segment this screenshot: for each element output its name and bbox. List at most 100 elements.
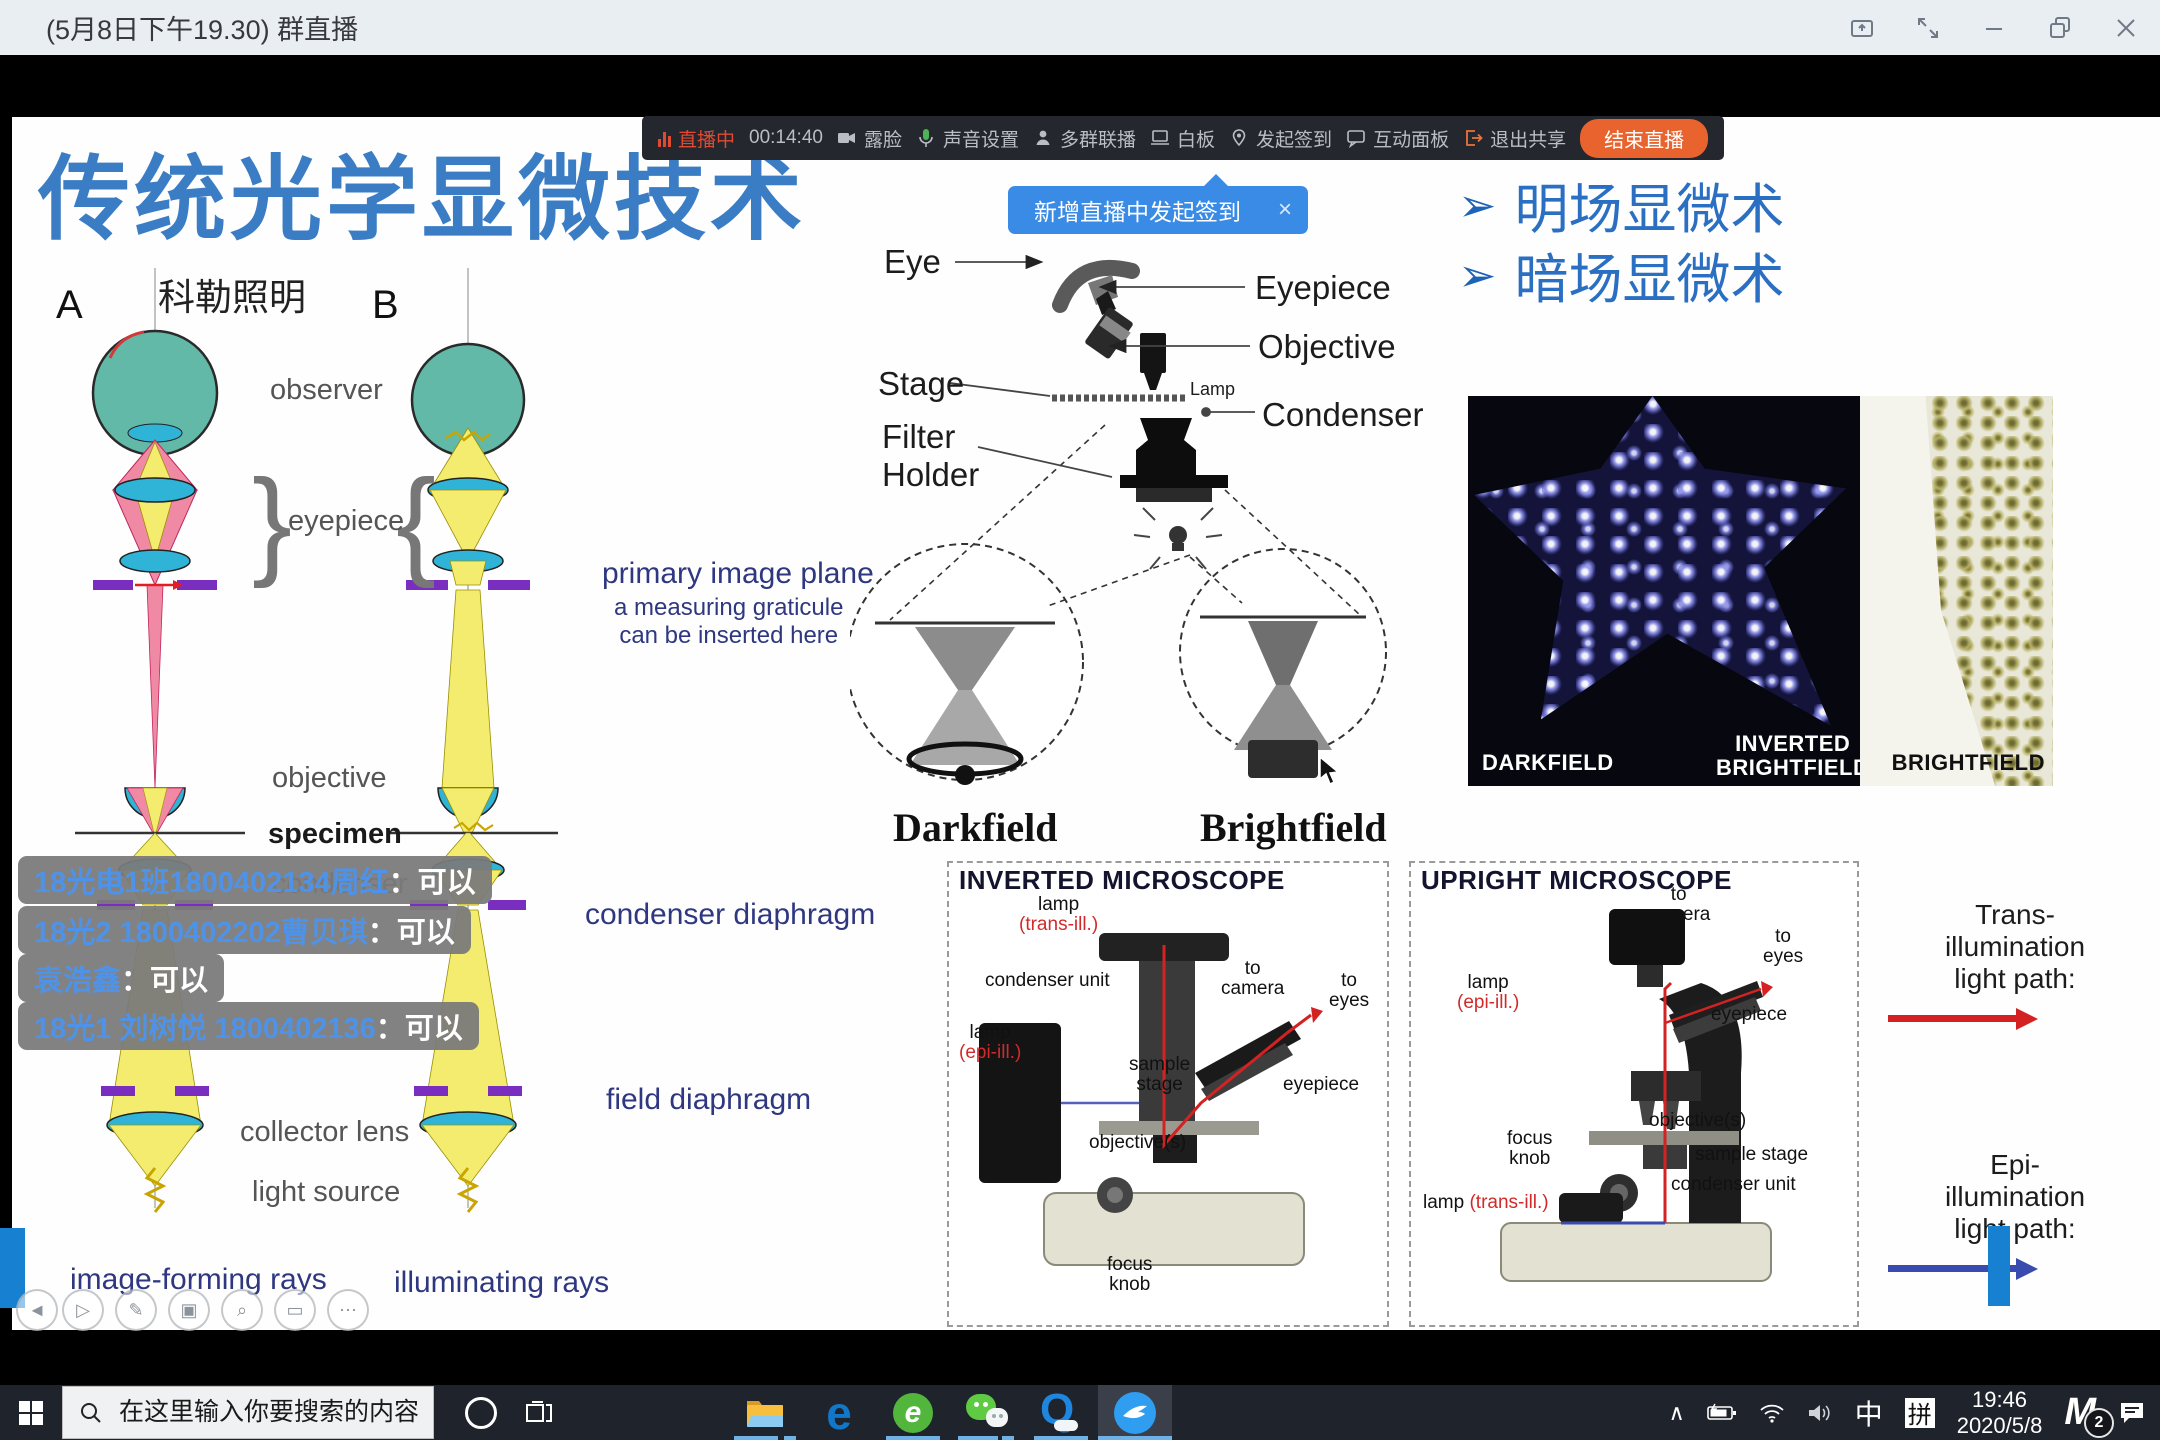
interaction-panel-button[interactable]: 互动面板 xyxy=(1346,125,1449,152)
chat-message: 袁浩鑫：可以 xyxy=(18,954,225,1002)
windows-taskbar: e e Q xyxy=(0,1385,2160,1440)
letterbox-top xyxy=(0,55,2160,117)
label-filter-holder: Filter Holder xyxy=(882,418,980,493)
taskbar-qq-browser[interactable]: Q xyxy=(1024,1385,1098,1440)
inv-label-lamp-trans: lamp(trans-ill.) xyxy=(1019,894,1099,935)
label-condenser-diaphragm: condenser diaphragm xyxy=(585,898,876,931)
inv-label-lamp-epi: lamp(epi-ill.) xyxy=(959,1022,1022,1063)
wifi-icon[interactable] xyxy=(1759,1403,1785,1423)
exit-share-button[interactable]: 退出共享 xyxy=(1463,125,1566,152)
play-button[interactable]: ▷ xyxy=(62,1289,104,1331)
taskbar-wechat[interactable] xyxy=(950,1385,1024,1440)
ime-mode-indicator[interactable]: 拼 xyxy=(1904,1397,1935,1429)
trans-illumination-arrow xyxy=(1888,1008,2038,1030)
slide-next-bar[interactable] xyxy=(1988,1226,2010,1306)
pen-tool-button[interactable]: ✎ xyxy=(115,1289,157,1331)
taskbar-search[interactable] xyxy=(62,1386,434,1439)
copy-tool-button[interactable]: ▣ xyxy=(168,1289,210,1331)
speaker-icon[interactable] xyxy=(1807,1402,1833,1424)
zoom-tool-button[interactable]: ⌕ xyxy=(221,1289,263,1331)
epi-illumination-label: Epi- illumination light path: xyxy=(1944,1149,2086,1245)
cortana-button[interactable] xyxy=(452,1385,510,1440)
task-view-icon xyxy=(526,1400,552,1422)
upr-label-focus-knob: focus knob xyxy=(1507,1128,1553,1169)
running-indicator xyxy=(1098,1436,1172,1440)
taskbar-dingtalk-active[interactable] xyxy=(1098,1385,1172,1440)
microphone-icon xyxy=(919,129,933,147)
label-eyepiece: eyepiece xyxy=(288,505,405,537)
label-field-diaphragm: field diaphragm xyxy=(606,1083,812,1116)
camera-toggle[interactable]: 露脸 xyxy=(837,125,902,152)
kohler-label: 科勒照明 xyxy=(158,277,306,318)
end-live-button[interactable]: 结束直播 xyxy=(1580,118,1709,158)
inv-label-condenser-unit: condenser unit xyxy=(985,970,1110,991)
tray-expand-chevron[interactable]: ∧ xyxy=(1668,1399,1685,1425)
board-tool-button[interactable]: ▭ xyxy=(274,1289,316,1331)
signin-button[interactable]: 发起签到 xyxy=(1229,125,1332,152)
browser-360-icon: e xyxy=(893,1392,933,1433)
fullscreen-icon[interactable] xyxy=(1902,5,1954,51)
taskbar-clock[interactable]: 19:46 2020/5/8 xyxy=(1957,1387,2043,1438)
label-objective: objective xyxy=(272,762,387,794)
chat-message: 18光电1班1800402134周红：可以 xyxy=(18,856,492,904)
upr-label-lamp-epi: lamp(epi-ill.) xyxy=(1457,972,1520,1013)
inv-label-to-eyes: to eyes xyxy=(1329,970,1370,1011)
upr-label-sample-stage: sample stage xyxy=(1695,1144,1809,1165)
maximize-button[interactable] xyxy=(2034,5,2086,51)
start-button[interactable] xyxy=(0,1385,62,1440)
search-input[interactable] xyxy=(117,1397,421,1428)
bullet-brightfield: ➢ 明场显微术 xyxy=(1458,178,1785,241)
tray-date: 2020/5/8 xyxy=(1956,1412,2043,1438)
bullet-arrow-icon: ➢ xyxy=(1458,248,1497,301)
minimize-button[interactable] xyxy=(1968,5,2020,51)
chat-panel-icon xyxy=(1347,130,1365,148)
epi-illumination-arrow xyxy=(1888,1258,2038,1280)
upr-label-to-eyes: to eyes xyxy=(1763,926,1804,967)
whiteboard-icon xyxy=(1151,130,1170,145)
mouse-cursor xyxy=(1319,756,1340,786)
action-center-icon[interactable] xyxy=(2118,1400,2146,1426)
running-indicator xyxy=(958,1436,998,1440)
micrograph-darkfield: DARKFIELD INVERTED BRIGHTFIELD xyxy=(1468,396,1860,786)
cortana-icon xyxy=(465,1396,497,1429)
inverted-microscope-drawing xyxy=(979,933,1323,1266)
edge-icon: e xyxy=(826,1386,852,1439)
notification-close-icon[interactable]: × xyxy=(1277,196,1292,223)
letterbox-bottom xyxy=(0,1330,2160,1385)
upr-label-lamp-trans: lamp (trans-ill.) xyxy=(1423,1192,1549,1213)
diagram-a-label: A xyxy=(56,283,83,327)
prev-slide-button[interactable]: ◄ xyxy=(16,1289,58,1331)
taskbar-360-browser[interactable]: e xyxy=(876,1385,950,1440)
left-edge-strip xyxy=(0,117,12,1330)
live-status: 直播中 xyxy=(658,125,735,152)
inv-label-objectives: objective(s) xyxy=(1089,1132,1187,1153)
ime-language-indicator[interactable]: 中 xyxy=(1854,1398,1883,1430)
tray-app-m-icon[interactable]: M 2 xyxy=(2064,1391,2114,1438)
task-view-button[interactable] xyxy=(510,1385,568,1440)
location-pin-icon xyxy=(1232,129,1246,147)
exit-icon xyxy=(1466,130,1483,146)
live-stream-toolbar: 直播中 00:14:40 露脸 声音设置 多群联播 白板 发起签到 互动面板 xyxy=(642,116,1725,160)
upr-label-condenser-unit: condenser unit xyxy=(1671,1174,1796,1195)
label-illuminating-rays: illuminating rays xyxy=(394,1266,610,1299)
upright-microscope-box: UPRIGHT MICROSCOPE xyxy=(1409,861,1859,1327)
micrograph-label-brightfield: BRIGHTFIELD xyxy=(1891,750,2045,775)
battery-icon[interactable] xyxy=(1706,1403,1737,1423)
person-icon xyxy=(1036,130,1050,145)
share-window-icon[interactable] xyxy=(1836,5,1888,51)
notification-text: 新增直播中发起签到 xyxy=(1034,199,1241,225)
live-signal-icon xyxy=(658,129,671,147)
close-button[interactable] xyxy=(2100,5,2152,51)
taskbar-edge[interactable]: e xyxy=(802,1385,876,1440)
more-tools-button[interactable]: ⋯ xyxy=(327,1289,369,1331)
taskbar-file-explorer[interactable] xyxy=(728,1385,802,1440)
label-objective-en: Objective xyxy=(1258,328,1396,365)
whiteboard-button[interactable]: 白板 xyxy=(1150,125,1215,152)
trans-illumination-label: Trans- illumination light path: xyxy=(1944,899,2086,995)
label-condenser-en: Condenser xyxy=(1262,396,1424,433)
audio-settings-button[interactable]: 声音设置 xyxy=(916,125,1019,152)
bullet-darkfield: ➢ 暗场显微术 xyxy=(1458,248,1785,311)
slide-title: 传统光学显微技术 xyxy=(38,149,807,251)
multicast-button[interactable]: 多群联播 xyxy=(1033,125,1136,152)
